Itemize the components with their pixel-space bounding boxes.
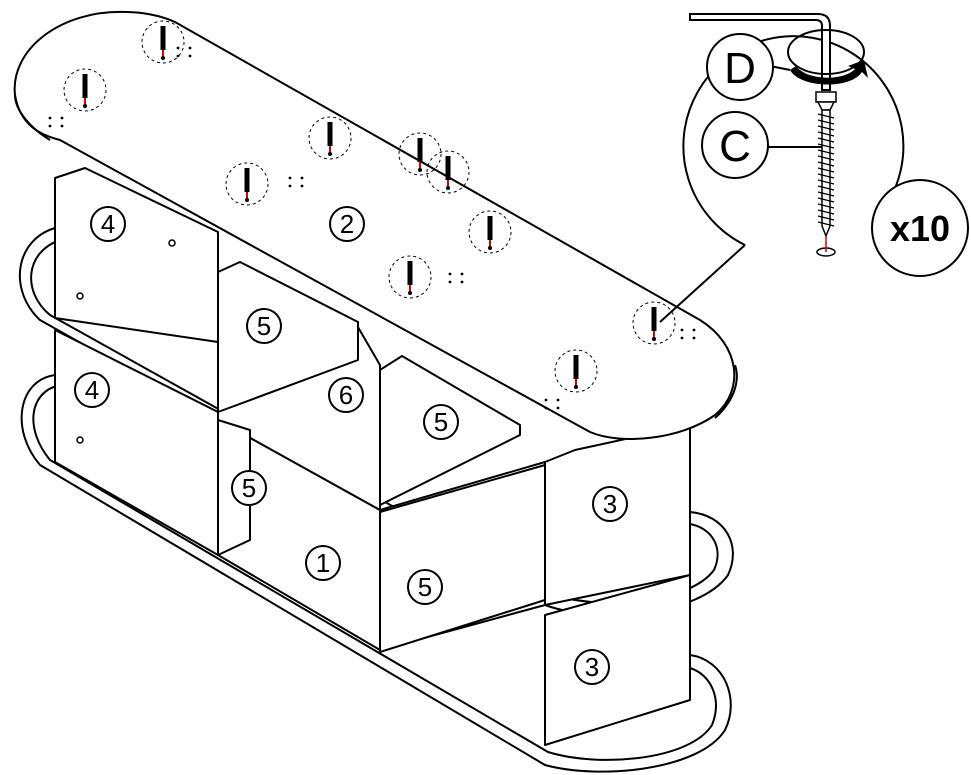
thread-line bbox=[817, 185, 835, 191]
callout-part-3-upper: 3 bbox=[592, 486, 628, 522]
thread-line bbox=[817, 131, 835, 137]
pilot-hole-dot bbox=[460, 272, 464, 276]
cabinet-body bbox=[13, 10, 738, 773]
callout-part-5-bottom-left: 5 bbox=[231, 470, 267, 506]
screw-marker bbox=[398, 132, 442, 176]
thread-line bbox=[817, 143, 835, 149]
thread-line bbox=[817, 209, 835, 215]
callout-part-6: 6 bbox=[328, 377, 364, 413]
pilot-hole-dot bbox=[48, 116, 52, 120]
screw-threads bbox=[817, 113, 835, 227]
screw-marker bbox=[468, 210, 512, 254]
svg-text:5: 5 bbox=[434, 407, 448, 437]
quantity-badge: x10 bbox=[871, 179, 969, 277]
pilot-hole-dot bbox=[288, 184, 292, 188]
thread-line bbox=[817, 113, 835, 119]
pilot-hole-dot bbox=[460, 280, 464, 284]
callout-part-4-upper: 4 bbox=[90, 206, 126, 242]
panel-3-lower bbox=[544, 574, 691, 746]
thread-line bbox=[817, 119, 835, 125]
panel-2-edge bbox=[14, 94, 738, 419]
callout-part-2: 2 bbox=[329, 206, 365, 242]
pilot-hole-dot bbox=[300, 176, 304, 180]
screw-marker bbox=[225, 162, 269, 206]
svg-text:4: 4 bbox=[101, 209, 115, 239]
screw-icon bbox=[815, 91, 837, 257]
thread-line bbox=[817, 191, 835, 197]
pilot-hole-dot bbox=[556, 406, 560, 410]
pilot-hole-dot bbox=[176, 54, 180, 58]
pilot-hole-dot bbox=[692, 328, 696, 332]
pilot-hole-dot bbox=[544, 398, 548, 402]
callout-part-4-lower: 4 bbox=[74, 372, 110, 408]
panel-5-top-left bbox=[217, 261, 359, 413]
pilot-hole-dot bbox=[188, 54, 192, 58]
pilot-hole-dot bbox=[680, 328, 684, 332]
allen-key-icon bbox=[689, 13, 831, 91]
svg-text:2: 2 bbox=[340, 209, 354, 239]
screw-marker bbox=[388, 255, 432, 299]
thread-line bbox=[817, 149, 835, 155]
svg-text:5: 5 bbox=[418, 572, 432, 602]
svg-text:D: D bbox=[724, 44, 756, 93]
pilot-hole-dot bbox=[300, 184, 304, 188]
callout-part-1: 1 bbox=[305, 545, 341, 581]
detail-view: D C x10 bbox=[659, 13, 969, 323]
thread-line bbox=[817, 137, 835, 143]
pilot-hole-dot bbox=[48, 124, 52, 128]
thread-line bbox=[817, 173, 835, 179]
pilot-hole-dot bbox=[60, 124, 64, 128]
thread-line bbox=[817, 161, 835, 167]
callout-part-5-top-right: 5 bbox=[423, 404, 459, 440]
thread-line bbox=[817, 221, 835, 227]
panel-2-top bbox=[13, 10, 736, 440]
detail-leader-line bbox=[659, 244, 746, 323]
svg-text:6: 6 bbox=[339, 380, 353, 410]
screw-label: C bbox=[701, 111, 822, 179]
thread-line bbox=[817, 197, 835, 203]
thread-line bbox=[817, 125, 835, 131]
pilot-hole-dot bbox=[556, 398, 560, 402]
screw-marker bbox=[308, 116, 352, 160]
callout-part-5-bottom-right: 5 bbox=[407, 569, 443, 605]
pilot-hole-dot bbox=[680, 336, 684, 340]
screw-marker bbox=[554, 349, 598, 393]
pilot-hole-dot bbox=[448, 272, 452, 276]
thread-line bbox=[817, 179, 835, 185]
tool-label: D bbox=[706, 33, 791, 101]
thread-line bbox=[817, 215, 835, 221]
svg-text:C: C bbox=[719, 122, 751, 171]
thread-line bbox=[817, 167, 835, 173]
dowel-holes bbox=[76, 239, 176, 444]
screw-marker bbox=[63, 68, 107, 112]
screw-marker bbox=[632, 301, 676, 345]
pilot-hole-dot bbox=[448, 280, 452, 284]
part-callouts: 4 2 5 4 6 5 5 3 1 5 3 bbox=[74, 206, 628, 685]
pilot-hole-dot bbox=[544, 406, 548, 410]
callout-part-5-top-left: 5 bbox=[246, 308, 282, 344]
screw-marker bbox=[426, 150, 470, 194]
pilot-hole-dot bbox=[692, 336, 696, 340]
svg-text:3: 3 bbox=[603, 489, 617, 519]
svg-text:1: 1 bbox=[316, 548, 330, 578]
svg-text:5: 5 bbox=[242, 473, 256, 503]
screw-markers bbox=[48, 20, 696, 410]
rotation-arrow-icon bbox=[787, 29, 868, 85]
callout-part-3-lower: 3 bbox=[574, 649, 610, 685]
svg-text:5: 5 bbox=[257, 311, 271, 341]
screw-marker bbox=[141, 20, 185, 64]
thread-line bbox=[817, 203, 835, 209]
pilot-hole-dot bbox=[60, 116, 64, 120]
svg-text:4: 4 bbox=[85, 375, 99, 405]
svg-text:x10: x10 bbox=[890, 208, 950, 249]
svg-text:3: 3 bbox=[585, 652, 599, 682]
thread-line bbox=[817, 155, 835, 161]
pilot-hole-dot bbox=[288, 176, 292, 180]
pilot-hole-dot bbox=[176, 46, 180, 50]
pilot-hole-dot bbox=[188, 46, 192, 50]
